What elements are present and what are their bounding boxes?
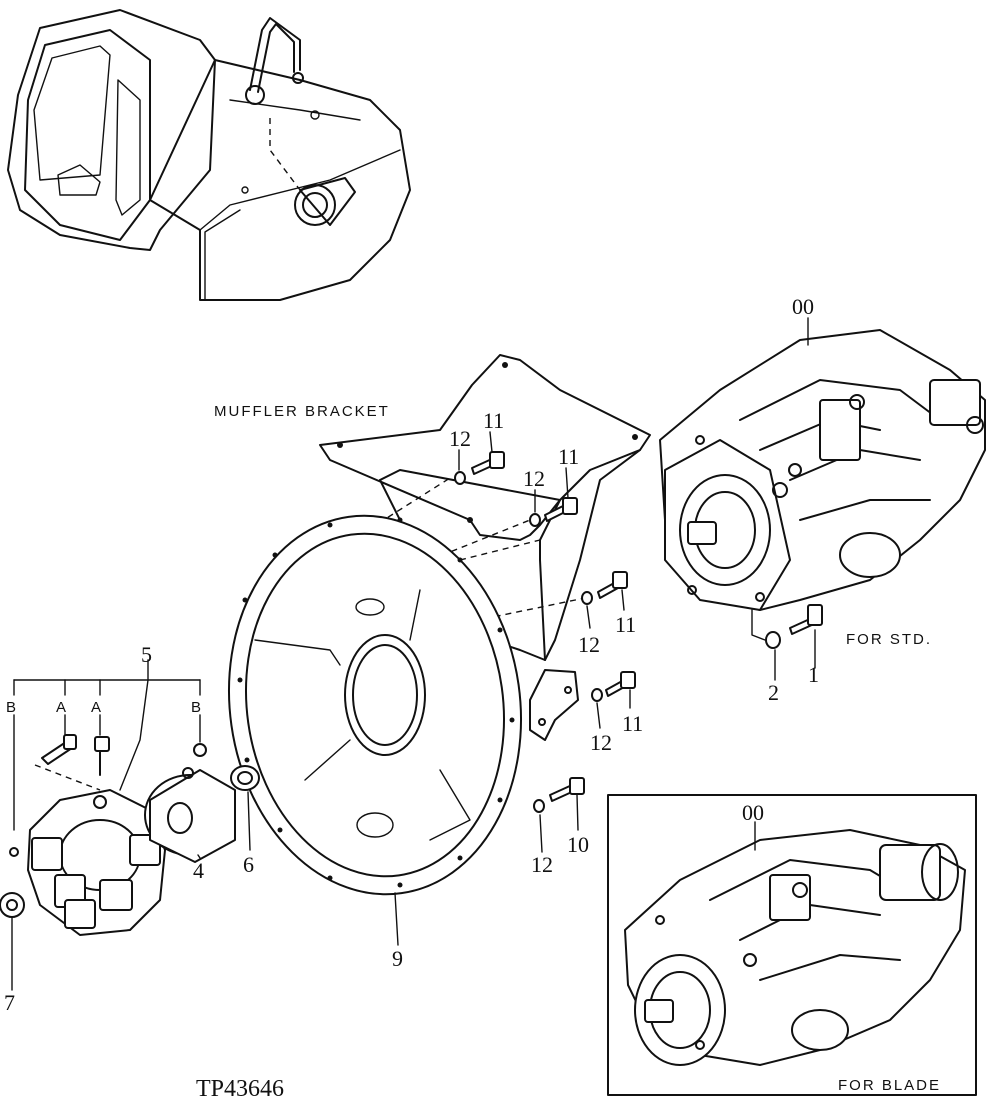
bolt-11-upper	[471, 451, 505, 475]
coupling-hub-part	[144, 767, 236, 863]
coupling-bolt-b	[94, 736, 110, 776]
ref-a-right: A	[91, 699, 103, 716]
callout-bolt-11-a: 11	[483, 408, 504, 433]
washer-12-lower	[591, 688, 603, 702]
for-blade-variant-box	[607, 794, 977, 1096]
bearing-part	[0, 892, 25, 918]
callout-bolt-1: 1	[808, 662, 819, 687]
callout-housing-9: 9	[392, 946, 403, 971]
for-std-label: FOR STD.	[846, 631, 932, 648]
muffler-bracket-label: MUFFLER BRACKET	[214, 403, 390, 420]
callout-bearing-7: 7	[4, 990, 15, 1015]
bolt-1	[789, 604, 823, 635]
callout-washer-12-e: 12	[531, 852, 553, 877]
callout-pump-blade: 00	[742, 800, 764, 825]
machine-overview-illustration	[7, 9, 411, 301]
washer-12-upper	[454, 471, 466, 485]
callout-pump-std: 00	[792, 294, 814, 319]
callout-washer-12-a: 12	[449, 426, 471, 451]
bolt-10	[549, 777, 585, 802]
bolt-11-mid	[544, 497, 578, 522]
ref-a-left: A	[56, 699, 68, 716]
washer-12-mid	[529, 513, 541, 527]
ref-b-left: B	[6, 699, 18, 716]
pump-location-marker	[269, 118, 356, 226]
callout-washer-12-b: 12	[523, 466, 545, 491]
flywheel-housing-part	[227, 514, 523, 896]
washer-12-right	[581, 591, 593, 605]
callout-bolt-11-d: 11	[622, 711, 643, 736]
coupling-bolt-a	[41, 734, 77, 765]
callout-coupling-4: 4	[193, 858, 204, 883]
coupling-element-part	[27, 789, 166, 936]
for-blade-label: FOR BLADE	[838, 1077, 941, 1094]
callout-washer-12-d: 12	[590, 730, 612, 755]
bolt-11-lower	[605, 671, 636, 697]
callout-washer-2: 2	[768, 680, 779, 705]
callout-bolt-10: 10	[567, 832, 589, 857]
small-bracket-part	[529, 669, 579, 741]
figure-code: TP43646	[196, 1076, 284, 1102]
bolt-11-right	[597, 571, 628, 599]
ref-b-right: B	[191, 699, 203, 716]
coupling-pin	[9, 847, 19, 857]
hydraulic-pump-std	[659, 329, 986, 611]
seal-part	[230, 765, 260, 791]
callout-coupling-5: 5	[141, 642, 152, 667]
washer-2	[765, 631, 781, 649]
callout-bolt-11-b: 11	[558, 444, 579, 469]
hydraulic-pump-blade	[624, 829, 966, 1066]
callout-washer-12-c: 12	[578, 632, 600, 657]
callout-seal-6: 6	[243, 852, 254, 877]
washer-12-bottom	[533, 799, 545, 813]
callout-bolt-11-c: 11	[615, 612, 636, 637]
coupling-nut	[193, 743, 207, 757]
